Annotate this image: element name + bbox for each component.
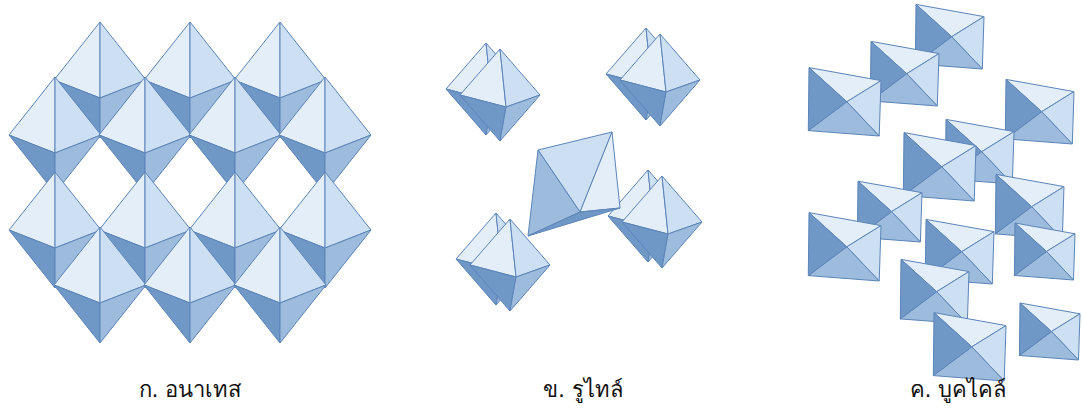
figure-caption: ข. รูไทล์ (543, 372, 623, 407)
figure-caption: ค. บูคไคล์ (910, 372, 1007, 407)
figure-caption: ก. อนาเทส (139, 372, 242, 407)
